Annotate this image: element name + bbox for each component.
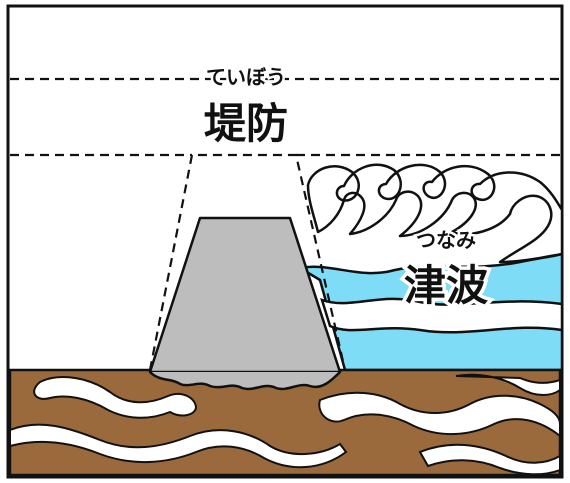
ground-stripe-1	[33, 376, 198, 419]
tsunami-wave-band	[320, 297, 564, 334]
ground-stripe-2	[9, 423, 348, 469]
tsunami-label-ruby: つなみ	[416, 228, 476, 252]
ground-stripe-3	[318, 391, 561, 439]
ground-stripe-5	[455, 373, 561, 396]
tsunami-wave-crests	[306, 163, 564, 264]
seawall-label-ruby: ていぼう	[206, 65, 286, 89]
seawall-base-edge	[149, 371, 341, 391]
seawall-label: 堤防	[204, 99, 288, 148]
tsunami-label: 津波	[404, 261, 488, 310]
ground-stripe-4	[418, 443, 561, 476]
seawall-raised-outline	[148, 153, 347, 371]
